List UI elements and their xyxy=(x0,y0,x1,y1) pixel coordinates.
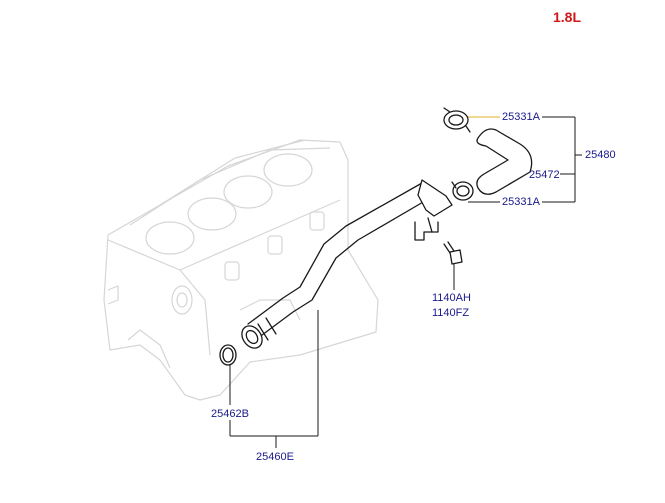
leader-lines xyxy=(229,116,582,448)
engine-block-outline xyxy=(103,139,379,401)
o-ring-label[interactable]: 25462B xyxy=(211,408,249,420)
clamp-lower-label[interactable]: 25331A xyxy=(502,196,540,208)
bolt-label-1[interactable]: 1140AH xyxy=(432,292,471,304)
pipe-assembly-label[interactable]: 25460E xyxy=(256,451,294,463)
water-pipe xyxy=(241,179,453,349)
bolt xyxy=(443,241,463,265)
bolt-label-2[interactable]: 1140FZ xyxy=(432,307,470,319)
o-ring xyxy=(219,344,237,366)
engine-variant-label: 1.8L xyxy=(553,9,582,25)
hose xyxy=(476,128,533,195)
hose-clamp-upper xyxy=(443,107,471,133)
hose-clamp-lower xyxy=(451,181,474,201)
hose-label[interactable]: 25472 xyxy=(529,169,560,181)
hose-assembly-label[interactable]: 25480 xyxy=(585,149,616,161)
clamp-upper-label[interactable]: 25331A xyxy=(502,111,540,123)
